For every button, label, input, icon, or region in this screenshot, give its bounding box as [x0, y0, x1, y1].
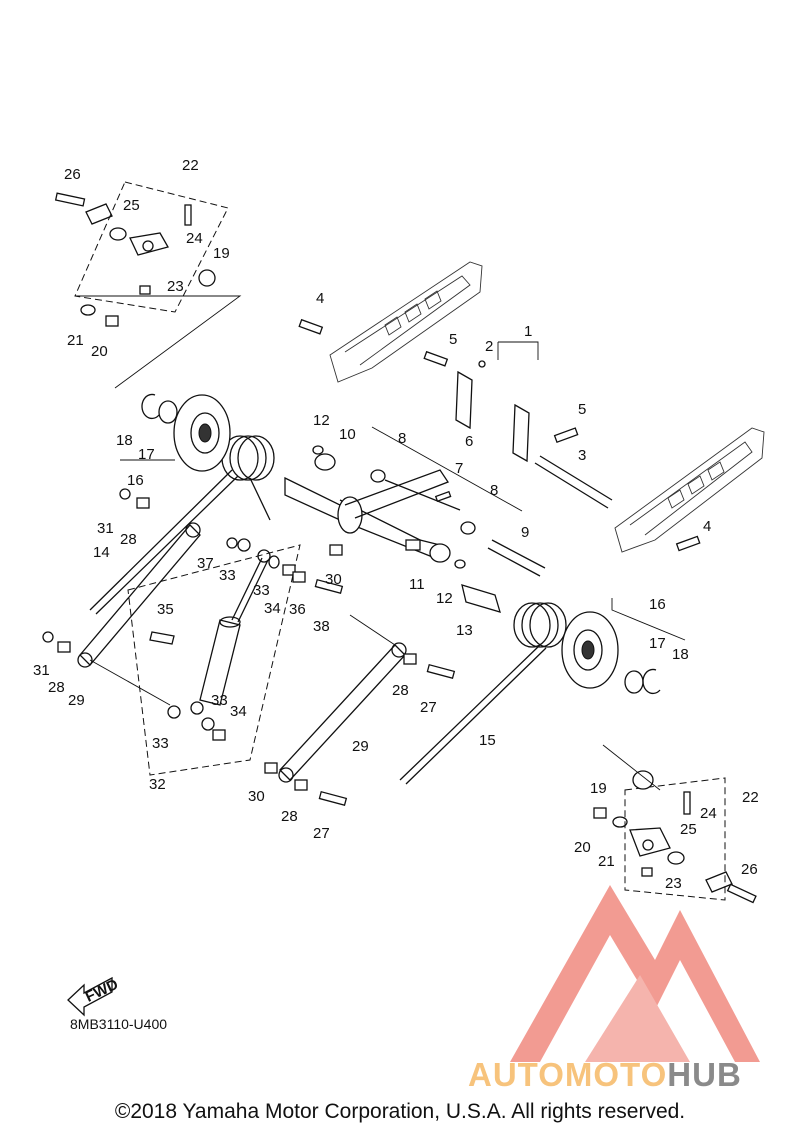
copyright-footer: ©2018 Yamaha Motor Corporation, U.S.A. A…	[114, 1100, 686, 1123]
callout-10: 10	[339, 426, 356, 443]
callout-34: 34	[264, 600, 281, 617]
callout-33: 33	[219, 567, 236, 584]
callout-6: 6	[465, 433, 473, 450]
callout-4: 4	[316, 290, 324, 307]
callout-26: 26	[64, 166, 81, 183]
callout-labels: 26 22 25 24 19 23 21 20 4 1 2 5 5 3 4 12…	[33, 157, 759, 892]
callout-25: 25	[680, 821, 697, 838]
watermark-hub: HUB	[667, 1056, 742, 1093]
callout-30: 30	[325, 571, 342, 588]
slide-rail-right	[614, 427, 765, 553]
callout-28: 28	[281, 808, 298, 825]
rear-arm-bracket-assembly-bottom	[593, 744, 757, 904]
callout-30: 30	[248, 788, 265, 805]
callout-35: 35	[157, 601, 174, 618]
callout-17: 17	[138, 446, 155, 463]
watermark-text: AUTOMOTOHUB	[468, 1056, 742, 1094]
callout-12: 12	[313, 412, 330, 429]
callout-21: 21	[598, 853, 615, 870]
callout-16: 16	[127, 472, 144, 489]
callout-37: 37	[197, 555, 214, 572]
callout-33: 33	[152, 735, 169, 752]
callout-9: 9	[521, 524, 529, 541]
callout-33: 33	[211, 692, 228, 709]
front-pivot-arm	[284, 426, 546, 613]
callout-34: 34	[230, 703, 247, 720]
callout-24: 24	[700, 805, 717, 822]
callout-23: 23	[665, 875, 682, 892]
callout-33: 33	[253, 582, 270, 599]
callout-24: 24	[186, 230, 203, 247]
callout-36: 36	[289, 601, 306, 618]
callout-2: 2	[485, 338, 493, 355]
callout-28: 28	[48, 679, 65, 696]
callout-13: 13	[456, 622, 473, 639]
callout-22: 22	[742, 789, 759, 806]
idler-wheel-right	[561, 598, 686, 695]
rear-arm-bracket-assembly-top	[54, 181, 242, 389]
callout-21: 21	[67, 332, 84, 349]
callout-28: 28	[120, 531, 137, 548]
callout-5: 5	[578, 401, 586, 418]
center-bracket-assembly	[298, 318, 701, 552]
callout-19: 19	[213, 245, 230, 262]
callout-11: 11	[409, 576, 425, 593]
slide-rail-left	[329, 261, 483, 383]
callout-1: 1	[524, 323, 532, 340]
callout-18: 18	[672, 646, 689, 663]
callout-14: 14	[93, 544, 110, 561]
torsion-spring-right	[399, 602, 567, 785]
callout-8: 8	[490, 482, 498, 499]
callout-28: 28	[392, 682, 409, 699]
callout-27: 27	[420, 699, 437, 716]
callout-8: 8	[398, 430, 406, 447]
callout-31: 31	[97, 520, 114, 537]
callout-4: 4	[703, 518, 711, 535]
torsion-spring-left	[89, 435, 275, 615]
watermark-auto: AUTOMOTO	[468, 1056, 668, 1093]
callout-29: 29	[352, 738, 369, 755]
callout-3: 3	[578, 447, 586, 464]
callout-23: 23	[167, 278, 184, 295]
callout-20: 20	[91, 343, 108, 360]
callout-7: 7	[455, 460, 463, 477]
callout-20: 20	[574, 839, 591, 856]
callout-19: 19	[590, 780, 607, 797]
shock-absorber-assembly	[127, 537, 344, 776]
callout-26: 26	[741, 861, 758, 878]
callout-18: 18	[116, 432, 133, 449]
fwd-label: FWD	[83, 976, 121, 1006]
automotohub-logo	[510, 885, 760, 1062]
fwd-arrow-icon: FWD	[67, 976, 121, 1017]
idler-wheel-left	[120, 393, 231, 472]
callout-38: 38	[313, 618, 330, 635]
diagram-code: 8MB3110-U400	[70, 1016, 168, 1032]
callout-16: 16	[649, 596, 666, 613]
callout-25: 25	[123, 197, 140, 214]
callout-5: 5	[449, 331, 457, 348]
callout-22: 22	[182, 157, 199, 174]
callout-29: 29	[68, 692, 85, 709]
link-arm-right	[278, 614, 456, 807]
callout-27: 27	[313, 825, 330, 842]
callout-32: 32	[149, 776, 166, 793]
callout-15: 15	[479, 732, 496, 749]
callout-12: 12	[436, 590, 453, 607]
link-arm-left	[42, 488, 201, 706]
callout-17: 17	[649, 635, 666, 652]
callout-31: 31	[33, 662, 50, 679]
